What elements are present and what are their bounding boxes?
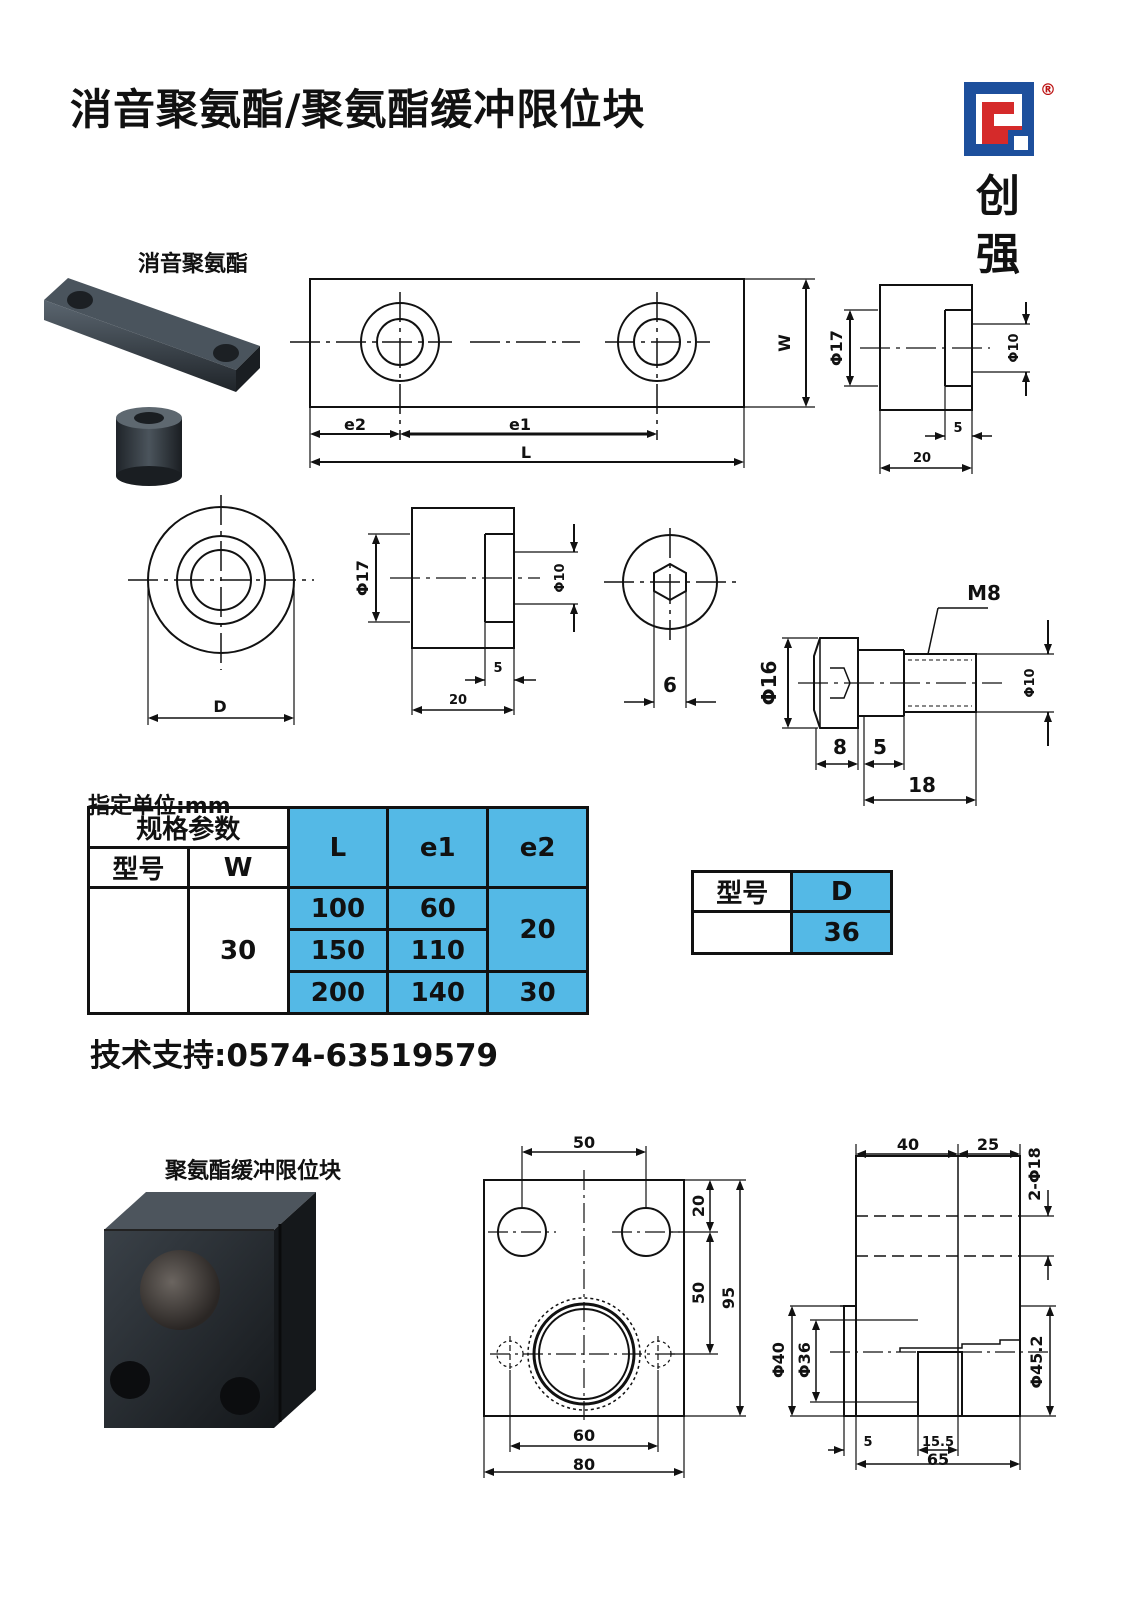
spec-header-L: L (286, 806, 390, 889)
spec-header-W: W (186, 846, 290, 889)
dim-front-right-mid: 50 (689, 1282, 708, 1304)
spec-row1-e1: 60 (386, 886, 490, 931)
page-title: 消音聚氨酯/聚氨酯缓冲限位块 (70, 85, 646, 134)
dim-front-bottom-inner: 60 (573, 1426, 595, 1445)
pu-bar-photo (44, 278, 260, 486)
section2-label: 聚氨酯缓冲限位块 (165, 1159, 342, 1184)
spec-W-value: 30 (186, 886, 290, 1015)
dim-M8: M8 (967, 581, 1001, 605)
spec-e2-merged: 20 (486, 886, 589, 973)
spec-header-model: 型号 (87, 846, 190, 889)
d-header-D: D (790, 870, 893, 913)
dim-front-top: 50 (573, 1133, 595, 1152)
spec-row3-e1: 140 (386, 970, 490, 1015)
spec-row3-L: 200 (286, 970, 390, 1015)
d-header-model: 型号 (690, 870, 794, 913)
brand-name-line2: 强 (976, 229, 1020, 280)
spec-table: 规格参数 L e1 e2 型号 W 30 100 60 20 150 110 2… (87, 806, 589, 1015)
buffer-block-front-drawing: 50 20 50 95 60 80 (483, 1133, 746, 1478)
dim-20-a: 20 (913, 451, 931, 466)
tech-support-line: 技术支持:0574-63519579 (90, 1038, 499, 1074)
bolt-side-view-drawing: M8 Φ16 Φ10 8 5 18 (757, 581, 1054, 806)
spec-header-e2: e2 (486, 806, 589, 889)
dim-5-c: 5 (873, 735, 887, 759)
dim-D: D (213, 697, 226, 716)
washer-front-view-drawing: D (128, 495, 314, 725)
dim-side-fifteen: 15.5 (922, 1435, 954, 1450)
dim-5-a: 5 (953, 421, 962, 436)
dim-phi16: Φ16 (757, 661, 781, 706)
dim-phi10-c: Φ10 (1023, 668, 1038, 697)
spec-row2-L: 150 (286, 928, 390, 973)
dim-side-phi45: Φ45.2 (1027, 1335, 1046, 1388)
dim-phi10-a: Φ10 (1007, 333, 1022, 362)
dim-20-b: 20 (449, 693, 467, 708)
dim-side-phi40: Φ40 (769, 1342, 788, 1378)
dim-phi17-a: Φ17 (827, 330, 846, 366)
dim-side-five: 5 (863, 1435, 872, 1450)
brand-name: 创 强 (968, 168, 1028, 284)
dim-e1: e1 (509, 415, 531, 434)
d-table: 型号 D 36 (690, 870, 893, 955)
spec-row1-L: 100 (286, 886, 390, 931)
washer-side-view-drawing: Φ17 Φ10 5 20 (353, 507, 578, 715)
bolt-head-view-drawing: 6 (604, 528, 736, 708)
dim-side-top-left: 40 (897, 1135, 919, 1154)
dim-front-bottom-outer: 80 (573, 1455, 595, 1474)
dim-front-right-top: 20 (689, 1195, 708, 1217)
dim-front-right-full: 95 (719, 1287, 738, 1309)
dim-e2: e2 (344, 415, 366, 434)
spec-row2-e1: 110 (386, 928, 490, 973)
registered-mark: ® (1040, 80, 1056, 99)
dim-phi10-b: Φ10 (553, 563, 568, 592)
cq-logo-icon (964, 82, 1034, 156)
spec-header-group: 规格参数 (87, 806, 290, 849)
dim-18: 18 (908, 773, 936, 797)
section1-label: 消音聚氨酯 (138, 252, 249, 277)
buffer-block-side-drawing: 40 25 2-Φ18 Φ45.2 Φ40 Φ36 5 15.5 65 (769, 1135, 1056, 1470)
spec-header-e1: e1 (386, 806, 490, 889)
dim-phi17-b: Φ17 (353, 560, 372, 596)
spec-model-cell (87, 886, 190, 1015)
spacer-side-view-drawing: Φ17 Φ10 5 20 (827, 284, 1030, 474)
dim-5-b: 5 (493, 661, 502, 676)
dim-6: 6 (663, 673, 677, 697)
dim-W: W (775, 334, 794, 352)
dim-side-top-right: 25 (977, 1135, 999, 1154)
dim-L: L (521, 443, 531, 462)
brand-name-line1: 创 (976, 171, 1020, 222)
dim-side-sixtyfive: 65 (927, 1450, 949, 1469)
spec-row3-e2: 30 (486, 970, 589, 1015)
dim-side-phi36: Φ36 (795, 1342, 814, 1378)
dim-8: 8 (833, 735, 847, 759)
buffer-block-photo (104, 1192, 316, 1428)
d-model-cell (690, 910, 794, 955)
d-value: 36 (790, 910, 893, 955)
dim-side-right-top: 2-Φ18 (1025, 1147, 1044, 1201)
bar-top-view-drawing: W e2 e1 L (290, 278, 815, 468)
